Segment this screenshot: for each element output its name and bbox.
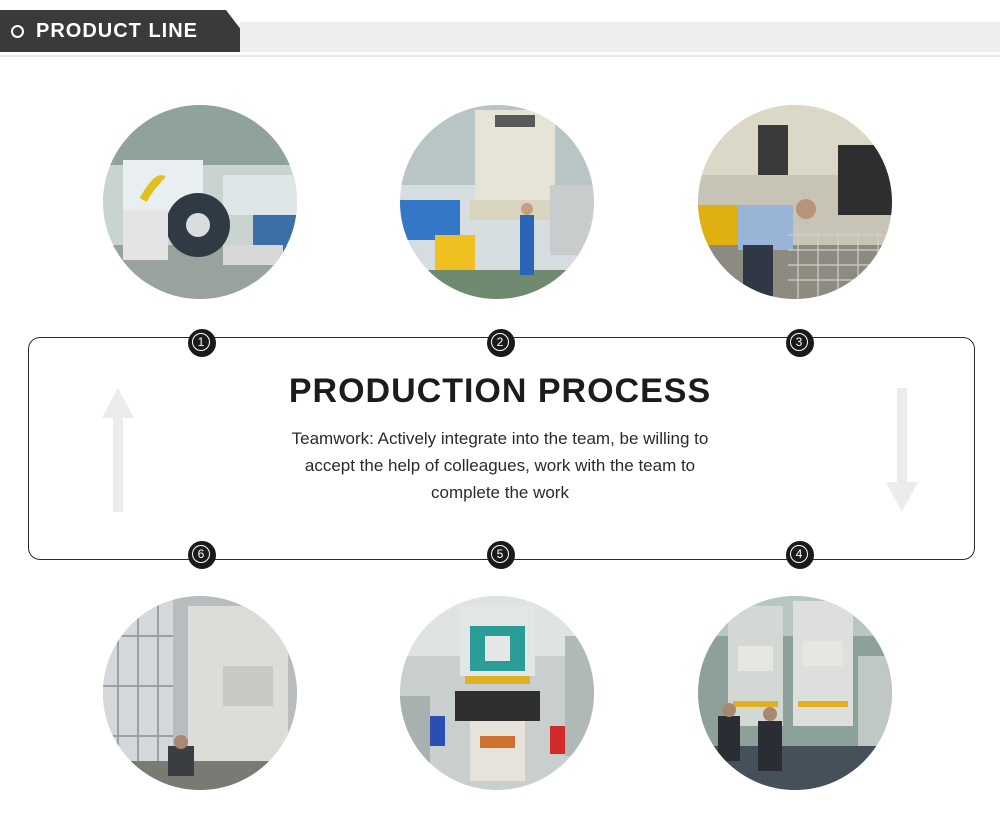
step-3-photo xyxy=(698,105,892,299)
step-5-photo xyxy=(400,596,594,790)
step-badge-5: 5 xyxy=(487,541,515,569)
process-panel xyxy=(28,337,975,560)
header-tab xyxy=(0,10,258,52)
step-1-photo xyxy=(103,105,297,299)
step-badge-1: 1 xyxy=(188,329,216,357)
process-description: Teamwork: Actively integrate into the te… xyxy=(291,429,709,502)
step-badge-4: 4 xyxy=(786,541,814,569)
header-bar xyxy=(240,22,1000,52)
step-badge-6: 6 xyxy=(188,541,216,569)
step-number: 4 xyxy=(790,545,808,563)
step-number: 1 xyxy=(192,333,210,351)
step-number: 6 xyxy=(192,545,210,563)
step-2-photo xyxy=(400,105,594,299)
step-number: 5 xyxy=(491,545,509,563)
step-number: 2 xyxy=(491,333,509,351)
circle-bullet-icon xyxy=(11,25,24,38)
arrow-up-icon xyxy=(102,388,134,512)
step-badge-3: 3 xyxy=(786,329,814,357)
step-number: 3 xyxy=(790,333,808,351)
arrow-down-icon xyxy=(886,388,918,512)
header-divider xyxy=(0,55,1000,57)
section-title: PRODUCT LINE xyxy=(36,20,198,42)
step-6-photo xyxy=(103,596,297,790)
step-badge-2: 2 xyxy=(487,329,515,357)
process-title: PRODUCTION PROCESS xyxy=(288,372,712,410)
step-4-photo xyxy=(698,596,892,790)
